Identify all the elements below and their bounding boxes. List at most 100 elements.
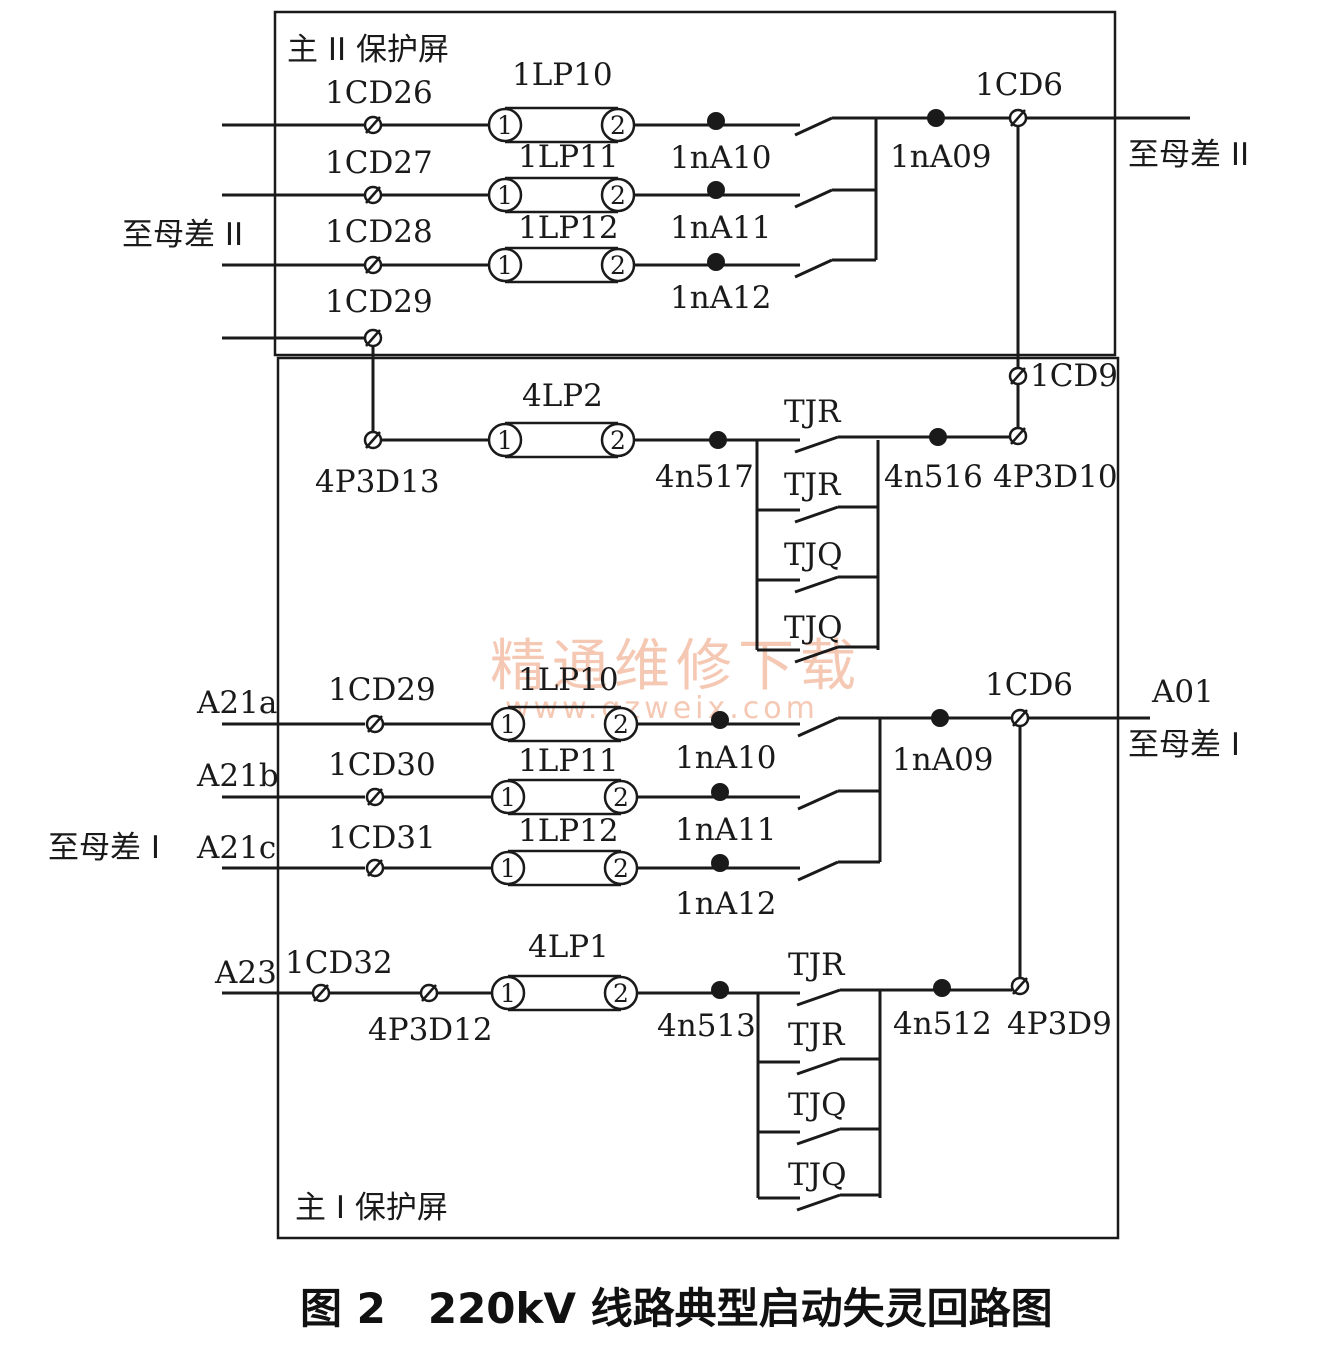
- contact-dot-icon: [707, 112, 725, 130]
- label-upper-terminal-4: 1CD29: [325, 284, 433, 320]
- label-lower-plate-2: 1LP11: [518, 743, 619, 779]
- label-middle-out-terminal: 4P3D10: [993, 459, 1118, 495]
- contact-dots: [707, 109, 951, 999]
- svg-text:2: 2: [610, 181, 626, 210]
- svg-text:1: 1: [500, 783, 516, 812]
- label-middle-node-out: 4n516: [884, 459, 983, 495]
- label-lower-terminal-3: 1CD31: [328, 820, 436, 856]
- label-bottom-node-out: 4n512: [893, 1006, 992, 1042]
- label-upper-contact-2: 1nA11: [670, 210, 772, 246]
- label-middle-plate: 4LP2: [522, 378, 603, 414]
- terminal-icon: [363, 115, 383, 135]
- label-bottom-wire: A23: [214, 955, 277, 991]
- label-middle-node-in: 4n517: [655, 459, 754, 495]
- label-lower-contact-2: 1nA11: [675, 812, 777, 848]
- label-bottom-relay-2: TJR: [788, 1017, 846, 1053]
- label-bottom-relay-1: TJR: [788, 947, 846, 983]
- label-upper-contact-3: 1nA12: [670, 280, 772, 316]
- label-middle-in-terminal: 4P3D13: [315, 464, 440, 500]
- svg-text:2: 2: [610, 111, 626, 140]
- label-bottom-terminal: 1CD32: [285, 945, 393, 981]
- label-dest-lower-left: 至母差 I: [48, 830, 160, 866]
- label-middle-relay-4: TJQ: [784, 610, 843, 646]
- upper-panel-frame: [273, 10, 1117, 357]
- contact-dot-icon: [933, 979, 951, 997]
- contact-dot-icon: [711, 981, 729, 999]
- contact-dot-icon: [711, 854, 729, 872]
- label-dest-lower-right: 至母差 I: [1128, 727, 1240, 763]
- label-lower-terminal-1: 1CD29: [328, 672, 436, 708]
- svg-text:1: 1: [497, 181, 513, 210]
- label-upper-common: 1nA09: [890, 139, 992, 175]
- contact-dot-icon: [709, 431, 727, 449]
- contact-dot-icon: [711, 711, 729, 729]
- label-lower-contact-1: 1nA10: [675, 740, 777, 776]
- terminal-icon: [1008, 366, 1028, 386]
- terminal-icon: [363, 328, 383, 348]
- label-upper-out-terminal: 1CD6: [975, 67, 1063, 103]
- contact-dot-icon: [931, 709, 949, 727]
- svg-text:2: 2: [610, 426, 626, 455]
- terminal-icon: [1010, 976, 1030, 996]
- terminal-icon: [311, 983, 331, 1003]
- svg-text:1: 1: [497, 426, 513, 455]
- contact-dot-icon: [927, 109, 945, 127]
- label-dest-upper-right: 至母差 II: [1128, 137, 1249, 173]
- label-bottom-plate: 4LP1: [528, 929, 609, 965]
- terminal-icon: [1008, 426, 1028, 446]
- svg-text:2: 2: [613, 710, 629, 739]
- watermark-title: 精通维修下载: [490, 634, 862, 699]
- contact-dot-icon: [707, 181, 725, 199]
- label-upper-link-terminal: 1CD9: [1030, 358, 1118, 394]
- terminal-icon: [363, 430, 383, 450]
- lower-panel-title: 主 I 保护屏: [295, 1190, 448, 1226]
- label-bottom-relay-4: TJQ: [788, 1157, 847, 1193]
- label-lower-common: 1nA09: [892, 742, 994, 778]
- svg-text:1: 1: [497, 251, 513, 280]
- label-lower-contact-3: 1nA12: [675, 886, 777, 922]
- svg-text:1: 1: [500, 979, 516, 1008]
- label-middle-relay-1: TJR: [784, 394, 842, 430]
- svg-text:1: 1: [500, 710, 516, 739]
- svg-text:1: 1: [497, 111, 513, 140]
- svg-text:2: 2: [613, 979, 629, 1008]
- label-lower-wire-1: A21a: [196, 685, 277, 721]
- label-lower-terminal-2: 1CD30: [328, 747, 436, 783]
- label-upper-plate-1: 1LP10: [512, 57, 613, 93]
- label-middle-relay-2: TJR: [784, 467, 842, 503]
- contact-dot-icon: [711, 783, 729, 801]
- contact-dot-icon: [929, 428, 947, 446]
- label-dest-upper-left: 至母差 II: [122, 217, 243, 253]
- terminal-icon: [365, 858, 385, 878]
- label-middle-relay-3: TJQ: [784, 537, 843, 573]
- lower-circuit: [222, 716, 1150, 978]
- svg-text:2: 2: [613, 854, 629, 883]
- terminal-icon: [419, 983, 439, 1003]
- contact-dot-icon: [707, 253, 725, 271]
- svg-text:1: 1: [500, 854, 516, 883]
- watermark-url: www.gzweix.com: [505, 691, 819, 726]
- terminal-symbols: [311, 108, 1030, 1003]
- label-upper-terminal-1: 1CD26: [325, 75, 433, 111]
- label-upper-contact-1: 1nA10: [670, 140, 772, 176]
- terminal-icon: [1010, 708, 1030, 728]
- terminal-icon: [1008, 108, 1028, 128]
- figure-caption: 图 2 220kV 线路典型启动失灵回路图: [300, 1284, 1053, 1333]
- terminal-icon: [363, 185, 383, 205]
- terminal-icon: [365, 714, 385, 734]
- label-lower-wire-3: A21c: [196, 830, 276, 866]
- upper-panel-title: 主 II 保护屏: [287, 32, 449, 68]
- label-bottom-in-terminal: 4P3D12: [368, 1012, 493, 1048]
- label-lower-out-wire: A01: [1151, 674, 1214, 710]
- label-upper-terminal-2: 1CD27: [325, 145, 433, 181]
- svg-text:2: 2: [613, 783, 629, 812]
